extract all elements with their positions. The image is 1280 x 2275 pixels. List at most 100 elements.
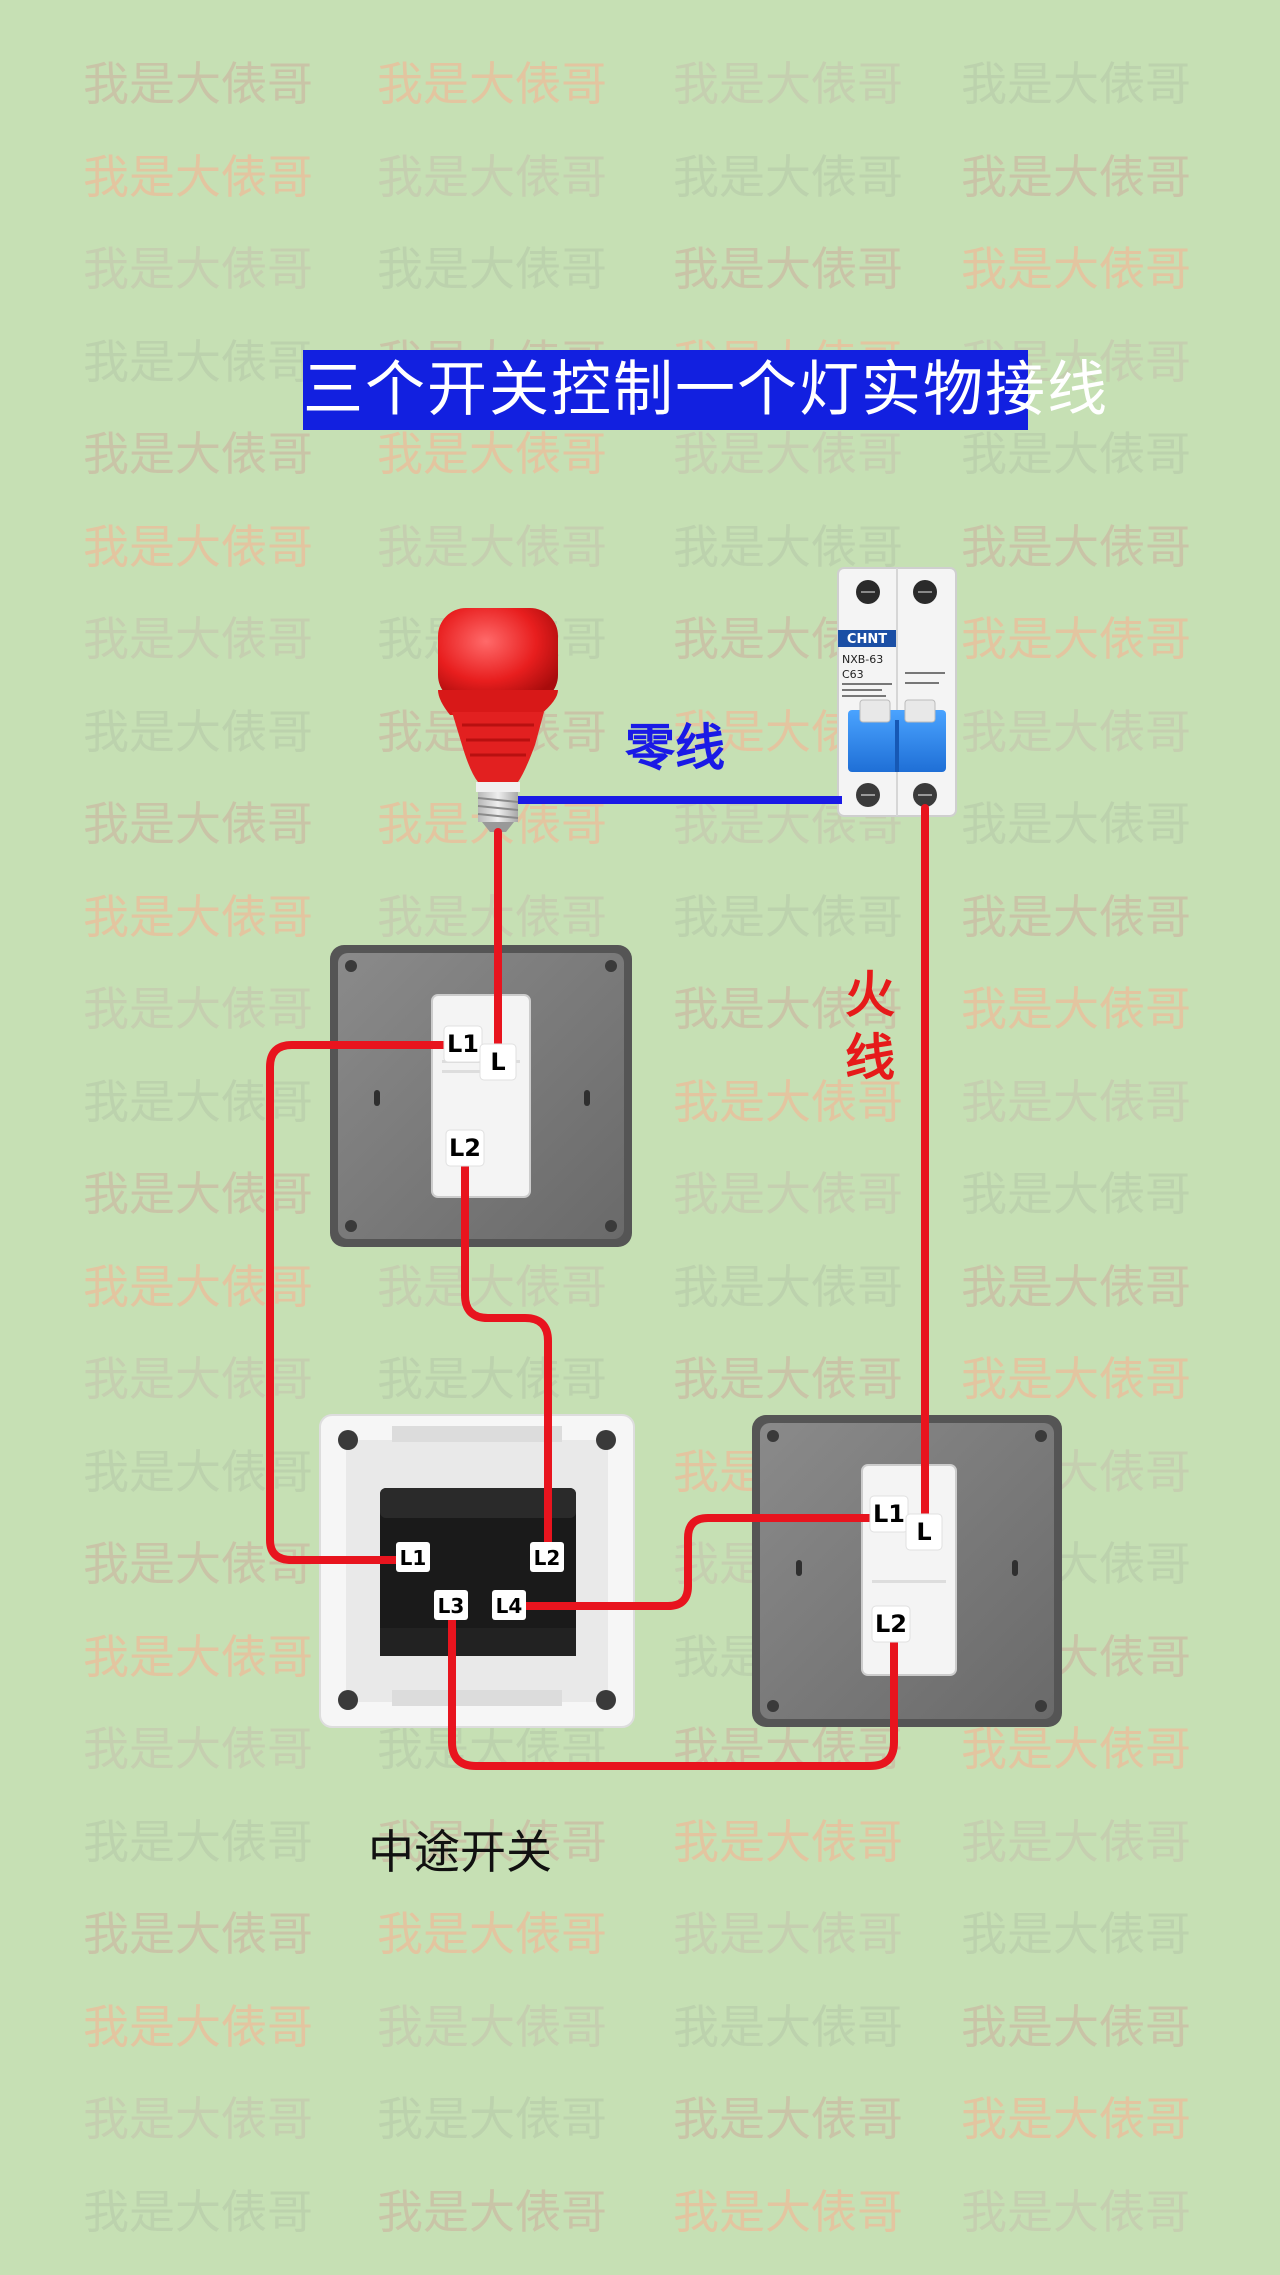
watermark-text: 我是大俵哥 — [961, 149, 1191, 204]
watermark-text: 我是大俵哥 — [83, 612, 313, 666]
watermark-text: 我是大俵哥 — [83, 1352, 313, 1406]
watermark-text: 我是大俵哥 — [673, 2092, 903, 2146]
watermark-text: 我是大俵哥 — [961, 704, 1191, 759]
watermark-text: 我是大俵哥 — [961, 889, 1191, 944]
watermark-text: 我是大俵哥 — [83, 1722, 313, 1776]
watermark-text: 我是大俵哥 — [83, 427, 313, 481]
watermark-text: 我是大俵哥 — [961, 1352, 1191, 1406]
watermark-text: 我是大俵哥 — [377, 2184, 607, 2239]
live-wire-label-1: 火 — [845, 966, 895, 1024]
terminal-l: L — [490, 1048, 505, 1076]
terminal-labels-intermediate: L1 L2 L3 L4 — [396, 1542, 564, 1620]
watermark-text: 我是大俵哥 — [83, 149, 313, 204]
watermark-text: 我是大俵哥 — [673, 1074, 903, 1129]
live-wires — [266, 804, 929, 1770]
watermark-text: 我是大俵哥 — [961, 1074, 1191, 1129]
watermark-text: 我是大俵哥 — [83, 1629, 313, 1684]
watermark-text: 我是大俵哥 — [377, 1907, 607, 1961]
watermark-text: 我是大俵哥 — [673, 1352, 903, 1406]
watermark-text: 我是大俵哥 — [673, 2184, 903, 2239]
live-wire-label-2: 线 — [845, 1029, 895, 1087]
watermark-text: 我是大俵哥 — [377, 889, 607, 944]
terminal-labels-top-left: L1 L L2 — [443, 1025, 517, 1167]
breaker-rating: C63 — [842, 668, 864, 681]
watermark-text: 我是大俵哥 — [377, 519, 607, 574]
terminal-l2: L2 — [534, 1546, 561, 1570]
watermark-text: 我是大俵哥 — [377, 149, 607, 204]
switch-intermediate — [319, 1414, 635, 1728]
watermark-text: 我是大俵哥 — [673, 57, 903, 111]
watermark-text: 我是大俵哥 — [377, 1259, 607, 1314]
watermark-text: 我是大俵哥 — [961, 1907, 1191, 1961]
watermark-text: 我是大俵哥 — [961, 982, 1191, 1036]
watermark-text: 我是大俵哥 — [377, 2092, 607, 2146]
diagram-title: 三个开关控制一个灯实物接线 — [303, 350, 1107, 430]
terminal-l2: L2 — [449, 1134, 481, 1162]
watermark-text: 我是大俵哥 — [961, 797, 1191, 851]
watermark-text: 我是大俵哥 — [961, 2184, 1191, 2239]
watermark-text: 我是大俵哥 — [377, 242, 607, 296]
watermark-text: 我是大俵哥 — [961, 427, 1191, 481]
switch-top-left — [330, 945, 632, 1247]
watermark-text: 我是大俵哥 — [673, 1814, 903, 1869]
watermark-text: 我是大俵哥 — [83, 797, 313, 851]
watermark-text: 我是大俵哥 — [83, 242, 313, 296]
watermark-text: 我是大俵哥 — [377, 1999, 607, 2054]
watermark-text: 我是大俵哥 — [83, 1167, 313, 1221]
breaker-brand: CHNT — [847, 632, 887, 647]
watermark-text: 我是大俵哥 — [83, 2184, 313, 2239]
watermark-text: 我是大俵哥 — [961, 242, 1191, 296]
watermark-text: 我是大俵哥 — [83, 982, 313, 1036]
watermark-text: 我是大俵哥 — [673, 519, 903, 574]
circuit-breaker-icon: CHNT NXB-63 C63 — [837, 567, 957, 817]
neutral-wire-label: 零线 — [625, 719, 725, 777]
watermark-text: 我是大俵哥 — [83, 2092, 313, 2146]
watermark-text: 我是大俵哥 — [83, 1814, 313, 1869]
watermark-text: 我是大俵哥 — [961, 57, 1191, 111]
watermark-text: 我是大俵哥 — [961, 1999, 1191, 2054]
watermark-text: 我是大俵哥 — [673, 149, 903, 204]
watermark-text: 我是大俵哥 — [673, 1907, 903, 1961]
watermark-text: 我是大俵哥 — [83, 1907, 313, 1961]
watermark-text: 我是大俵哥 — [83, 1259, 313, 1314]
terminal-labels-right: L1 L L2 — [869, 1495, 943, 1643]
terminal-l1: L1 — [873, 1500, 905, 1528]
watermark-text: 我是大俵哥 — [673, 1999, 903, 2054]
watermark-text: 我是大俵哥 — [961, 612, 1191, 666]
watermark-text: 我是大俵哥 — [83, 57, 313, 111]
watermark-text: 我是大俵哥 — [961, 519, 1191, 574]
watermark-text: 我是大俵哥 — [83, 1074, 313, 1129]
breaker-model: NXB-63 — [842, 653, 883, 666]
terminal-l4: L4 — [496, 1594, 523, 1618]
watermark-text: 我是大俵哥 — [377, 1814, 607, 1869]
terminal-l1: L1 — [447, 1030, 479, 1058]
watermark-text: 我是大俵哥 — [83, 519, 313, 574]
watermark-text: 我是大俵哥 — [673, 982, 903, 1036]
watermark-text: 我是大俵哥 — [673, 242, 903, 296]
watermark-text: 我是大俵哥 — [961, 1814, 1191, 1869]
light-bulb-icon — [438, 608, 558, 832]
watermark-text: 我是大俵哥 — [83, 1999, 313, 2054]
watermark-text: 我是大俵哥 — [377, 57, 607, 111]
terminal-l: L — [916, 1518, 931, 1546]
watermark-text: 我是大俵哥 — [961, 1259, 1191, 1314]
watermark-text: 我是大俵哥 — [377, 427, 607, 481]
watermark-text: 我是大俵哥 — [961, 1167, 1191, 1221]
watermark-text: 我是大俵哥 — [673, 1167, 903, 1221]
terminal-l2: L2 — [875, 1610, 907, 1638]
switch-right — [752, 1415, 1062, 1727]
watermark-text: 我是大俵哥 — [673, 889, 903, 944]
watermark-text: 我是大俵哥 — [377, 1352, 607, 1406]
terminal-l3: L3 — [438, 1594, 465, 1618]
watermark-text: 我是大俵哥 — [83, 889, 313, 944]
terminal-l1: L1 — [400, 1546, 427, 1570]
watermark-text: 我是大俵哥 — [961, 1722, 1191, 1776]
watermark-text: 我是大俵哥 — [961, 2092, 1191, 2146]
watermark-text: 我是大俵哥 — [83, 334, 313, 389]
watermark-text: 我是大俵哥 — [673, 1259, 903, 1314]
watermark-text: 我是大俵哥 — [83, 1444, 313, 1499]
watermark-text: 我是大俵哥 — [673, 427, 903, 481]
intermediate-switch-label: 中途开关 — [368, 1825, 552, 1879]
watermark-text: 我是大俵哥 — [83, 704, 313, 759]
